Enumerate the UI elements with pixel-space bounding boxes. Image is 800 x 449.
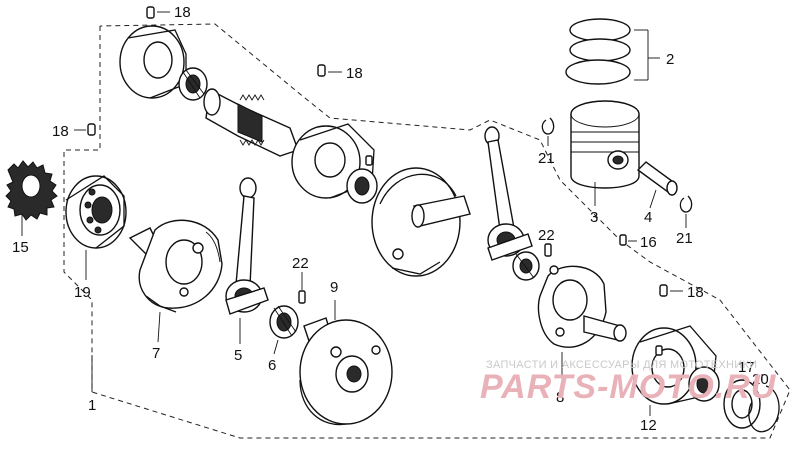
callout-18-right: 18 [687,284,704,301]
callout-20: 20 [752,371,769,388]
leader-4 [649,189,657,209]
pin-22-left [298,272,306,304]
dowel-pin-18-middle [317,64,342,77]
callout-18-left: 18 [52,123,69,140]
callout-3: 3 [590,209,598,226]
crank-flywheel-9 [299,317,393,426]
watermark-subtitle: ЗАПЧАСТИ И АКСЕССУАРЫ ДЛЯ МОТОТЕХНИКИ [486,359,757,371]
callout-17: 17 [738,359,755,376]
piston-pin-4 [636,161,678,196]
ball-bearing-19 [65,175,127,249]
callout-18-middle: 18 [346,65,363,82]
piston-ring-set-2 [565,18,660,85]
circlip-21-upper [541,117,555,135]
callout-16: 16 [640,234,657,251]
washer-17 [723,379,761,429]
callout-8: 8 [556,389,564,406]
callout-12: 12 [640,417,657,434]
callout-4: 4 [644,209,652,226]
callout-7: 7 [152,345,160,362]
crank-flywheel-7 [128,219,223,313]
leader-6 [273,339,279,355]
upper-crank-shaft [203,88,299,157]
dowel-pin-18-right [659,284,683,297]
circlip-21-lower [679,195,693,213]
callout-6: 6 [268,357,276,374]
circlip-20 [748,385,780,433]
crank-flywheel-8 [537,265,627,348]
needle-bearing-center [512,251,540,281]
callout-22-right: 22 [538,227,555,244]
callout-22-left: 22 [292,255,309,272]
connecting-rod-center [484,126,533,261]
callout-1: 1 [88,397,96,414]
watermark-brand: PARTS-MOTO.RU [480,368,777,406]
center-crank-flywheel [371,167,471,277]
callout-18-top: 18 [174,4,191,21]
assembly-boundary [63,23,791,439]
callout-15: 15 [12,239,29,256]
upper-crank-bearing [119,25,208,101]
callout-2: 2 [666,51,674,68]
connecting-rod-5 [225,177,269,315]
callout-5: 5 [234,347,242,364]
callout-21-upper: 21 [538,150,555,167]
bearing-12 [631,325,720,405]
leader-7 [157,311,161,343]
dowel-pin-18-left [74,123,96,136]
middle-crank-bearing [291,123,378,204]
dowel-pin-18-top [146,6,170,19]
primary-drive-gear-15 [5,160,58,221]
callout-9: 9 [330,279,338,296]
piston-3 [570,100,640,189]
callout-21-lower: 21 [676,230,693,247]
callout-19: 19 [74,284,91,301]
pin-16 [619,234,637,246]
needle-bearing-6 [269,305,299,339]
pin-22-right [544,243,552,257]
